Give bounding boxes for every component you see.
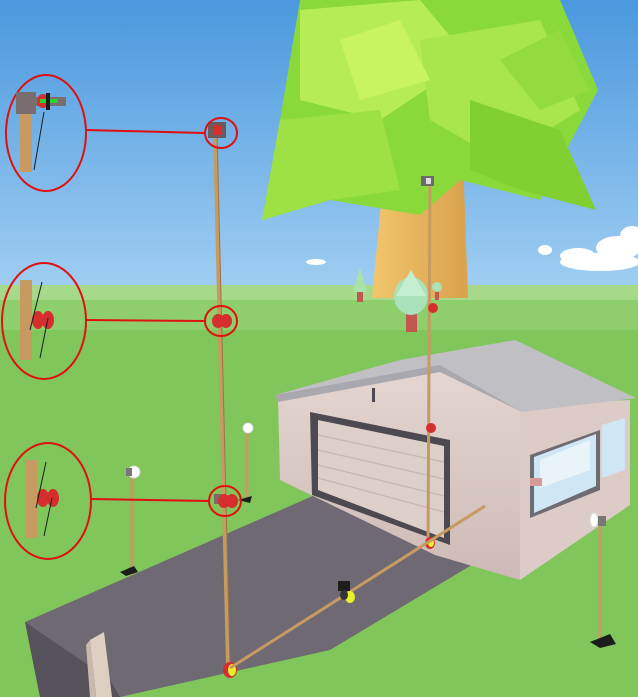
grass-gradient [0, 300, 638, 330]
callout-low-insulator[interactable] [4, 442, 92, 560]
callout-lines [85, 129, 210, 502]
power-pole-main[interactable] [208, 122, 238, 678]
mid-insulator[interactable] [212, 314, 232, 328]
double-insulator-icon [20, 280, 54, 360]
callout-mid-insulator[interactable] [1, 262, 87, 380]
big-tree [262, 0, 598, 298]
hammer-switch-icon [16, 92, 66, 172]
small-tree-left [353, 268, 367, 302]
low-insulator[interactable] [214, 494, 238, 508]
small-tree-right [432, 282, 442, 300]
wire-connector[interactable] [338, 581, 355, 603]
tree-foliage [262, 0, 598, 220]
garage-door [318, 420, 444, 538]
wooden-post [90, 632, 112, 697]
ground-wire [229, 504, 486, 670]
street-lamp-mid [238, 422, 254, 503]
clouds [306, 226, 638, 271]
callout-top-fixture[interactable] [5, 74, 87, 192]
double-insulator-icon [25, 460, 59, 538]
house [275, 340, 636, 580]
house-window-2 [602, 418, 625, 478]
callout-targets [204, 117, 242, 517]
house-lamp [372, 388, 375, 402]
small-tree-center [394, 270, 428, 332]
street-lamp-left [120, 465, 141, 576]
street-lamp-right [589, 512, 616, 648]
